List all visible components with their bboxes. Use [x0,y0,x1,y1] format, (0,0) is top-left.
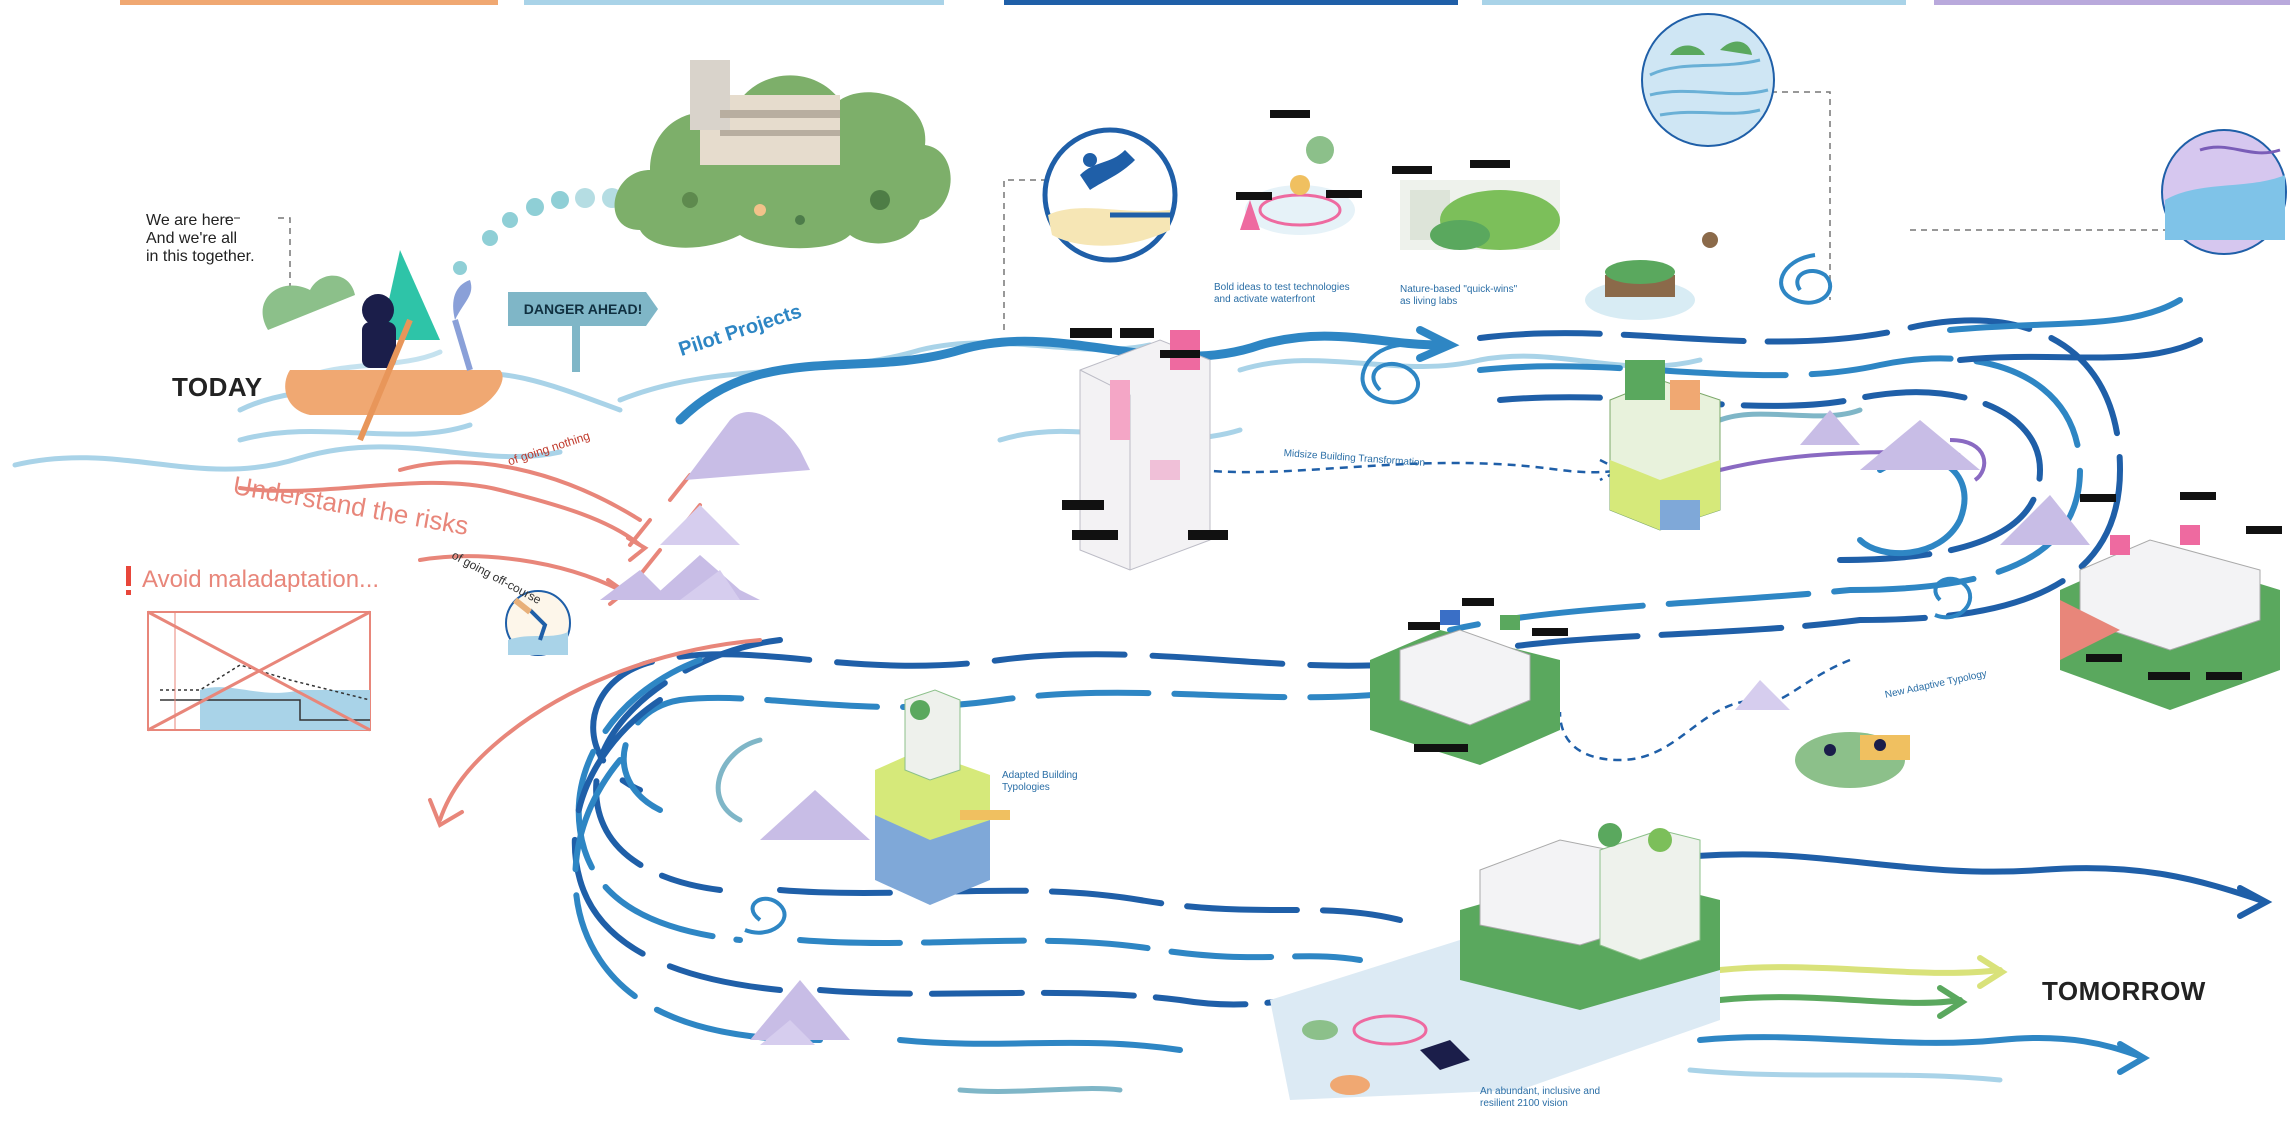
tag [2086,654,2122,662]
tag [1414,744,1468,752]
maladaptation-chart [147,610,371,732]
vision-label: An abundant, inclusive and resilient 210… [1480,1086,1601,1109]
adaptive-typology-illustration [1795,732,1910,788]
tag [1408,622,1440,630]
danger-ahead-sign: DANGER AHEAD! [508,292,658,326]
campus-illustration [2060,525,2280,710]
building-tower-illustration [1079,330,1211,571]
tag [1532,628,1568,636]
top-bar-light-blue-2 [1482,0,1906,5]
tag [1236,192,1272,200]
nature-quickwins-illustration [1400,180,1560,250]
tomorrow-label: TOMORROW [2042,976,2206,1006]
tag [1326,190,1362,198]
sign-post [572,322,580,372]
cloud-photo-icon [614,60,951,249]
top-bar-blue [1004,0,1458,5]
top-bar-orange [120,0,498,5]
tag [1270,110,1310,118]
vision-city-illustration [1270,823,1720,1100]
transformation-arrows [1199,458,1851,762]
tomorrow-arrows [1657,851,2273,1083]
pilot-projects-arrow [675,326,1460,425]
boat-icon [262,250,503,442]
top-bar-lavender [1934,0,2290,5]
fall-icon [505,590,571,656]
tag [1070,328,1112,338]
purple-arrow-head [1949,438,1987,482]
tag [1072,530,1118,540]
housing-block-illustration [1370,610,1560,765]
tag [1188,530,1228,540]
adapted-building-label: Adapted Building Typologies [1002,770,1078,793]
wave-spiral-icon [744,253,1973,935]
tag [2148,672,2190,680]
today-label: TODAY [172,372,263,402]
tag [1462,598,1494,606]
tag [1392,166,1432,174]
tag [2246,526,2282,534]
bold-ideas-illustration [1240,136,1355,235]
diver-icon [1042,127,1178,263]
tag [1120,328,1154,338]
exclamation-icon [126,566,131,586]
tag [2180,492,2216,500]
floating-island-illustration [1585,232,1718,320]
landscape-circle-icon [2161,129,2287,255]
tag [1160,350,1200,358]
tag [1062,500,1104,510]
nature-based-label: Nature-based "quick-wins" as living labs [1400,284,1518,307]
building-green-illustration [1609,360,1721,531]
dots-trail [453,188,622,275]
bold-ideas-label: Bold ideas to test technologies and acti… [1214,282,1350,305]
we-are-here-note: We are here And we're all in this togeth… [146,212,255,265]
lavender-mountains [600,410,2090,1045]
tag [2080,494,2116,502]
top-bar-light-blue [524,0,944,5]
adapted-building-illustration [875,689,1010,905]
lower-river-lines [571,637,1443,1094]
water-circle-icon [1641,13,1775,147]
tag [1470,160,1510,168]
tag [2206,672,2242,680]
avoid-maladaptation-label: Avoid maladaptation... [142,566,380,593]
